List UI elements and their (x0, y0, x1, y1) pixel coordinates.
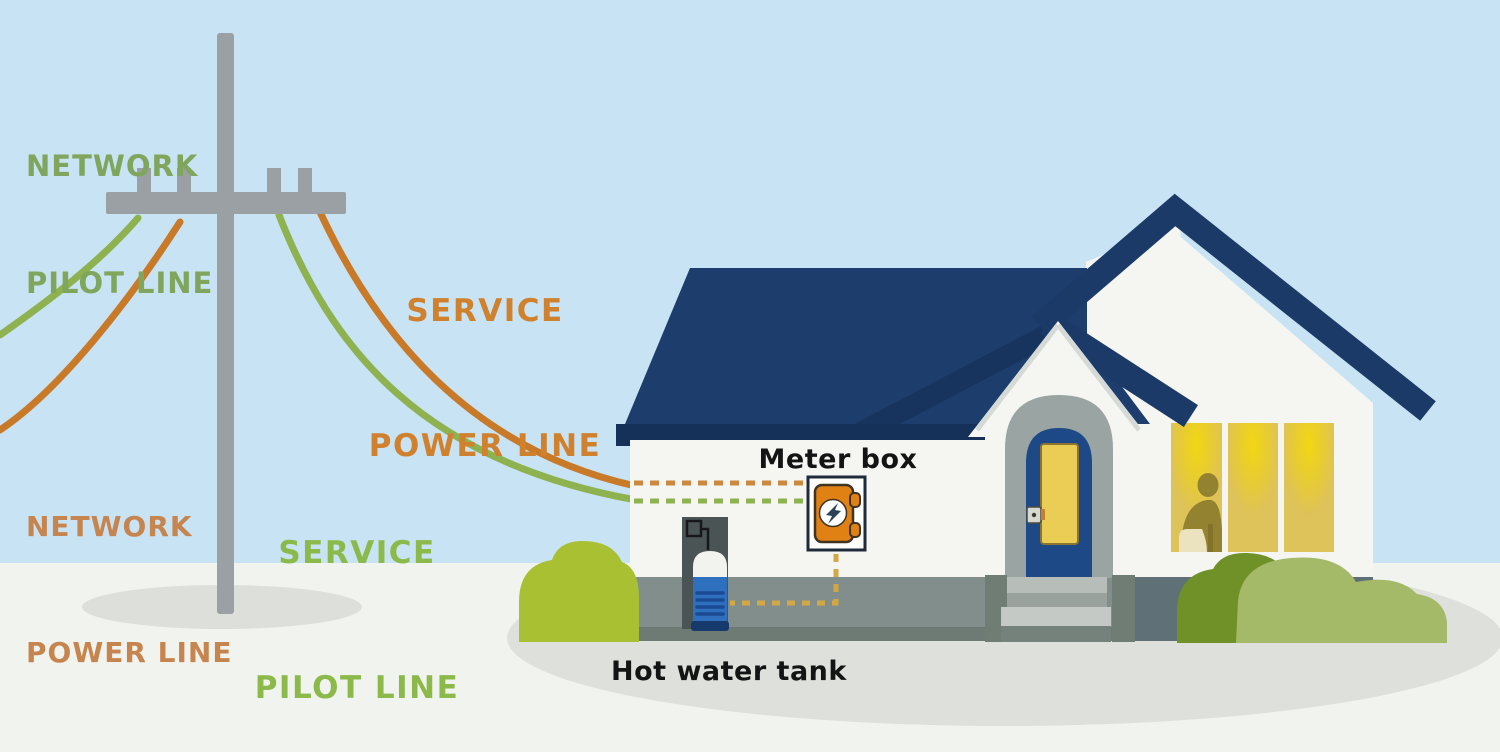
label-line: NETWORK (26, 510, 193, 543)
left-roof-edge-band (1040, 312, 1198, 427)
network-power-wire (0, 218, 184, 434)
service-power-wire (316, 208, 654, 493)
overhead-wires (0, 208, 654, 506)
bush-right (1177, 552, 1447, 643)
label-hot-water-tank: Hot water tank (611, 656, 847, 687)
lightning-bolt-icon (826, 503, 841, 524)
bush-left (519, 540, 639, 642)
label-line: PILOT LINE (26, 266, 214, 300)
service-pilot-wire (275, 211, 652, 506)
dashed-tank-feed (730, 554, 839, 606)
label-line: NETWORK (26, 149, 199, 183)
pole-mast (217, 33, 234, 614)
right-gable-roofline (1031, 193, 1436, 421)
crossarm (106, 192, 346, 214)
label-line: SERVICE (406, 293, 564, 329)
house (616, 193, 1436, 642)
insulator-peg (137, 168, 151, 194)
window-pane (1284, 423, 1334, 552)
person-silhouette (1179, 473, 1222, 552)
label-meter-box: Meter box (758, 444, 918, 475)
roof-shadow-band (853, 317, 1067, 444)
label-service-power-line: SERVICE POWER LINE (352, 199, 618, 514)
network-pilot-wire (0, 214, 142, 339)
label-line: POWER LINE (26, 636, 233, 669)
label-network-pilot-line: NETWORK PILOT LINE (26, 69, 213, 342)
lit-windows (1171, 423, 1334, 552)
tank-pipe (701, 527, 710, 550)
label-network-power-line: NETWORK POWER LINE (26, 422, 232, 716)
wall-dashed-lines (634, 480, 839, 606)
label-service-pilot-line: SERVICE PILOT LINE (233, 441, 481, 752)
meter-box (806, 475, 867, 552)
utility-pole (106, 33, 346, 614)
label-line: PILOT LINE (254, 670, 460, 706)
insulator-peg (298, 168, 312, 194)
window-pane (1228, 423, 1278, 552)
label-line: POWER LINE (368, 428, 602, 464)
hot-water-tank (682, 517, 729, 631)
insulator-peg (267, 168, 281, 194)
insulator-peg (177, 168, 191, 194)
door-panel (1040, 443, 1079, 545)
front-steps (985, 575, 1135, 642)
label-line: SERVICE (278, 535, 436, 571)
tank-base (691, 621, 729, 631)
porch-gable (968, 321, 1148, 578)
tank-coils (695, 591, 725, 616)
door-knob (1026, 506, 1045, 524)
tank-dome (693, 551, 727, 579)
